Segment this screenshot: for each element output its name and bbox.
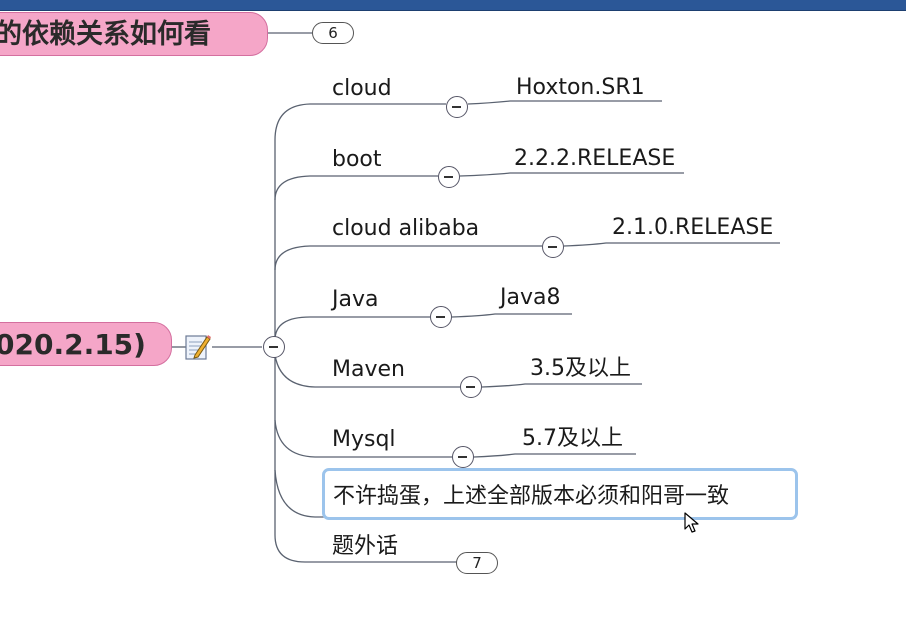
branch-value-cloud[interactable]: Hoxton.SR1 xyxy=(516,75,645,100)
aside-topic-badge[interactable]: 7 xyxy=(456,552,498,574)
branch-label-boot[interactable]: boot xyxy=(332,147,382,172)
branch-value-boot[interactable]: 2.2.2.RELEASE xyxy=(514,146,676,171)
collapse-button-java[interactable] xyxy=(430,306,452,328)
collapse-button-maven[interactable] xyxy=(460,376,482,398)
collapse-button-boot[interactable] xyxy=(438,166,460,188)
branch-label-java[interactable]: Java xyxy=(332,287,379,312)
collapse-button-mysql[interactable] xyxy=(452,446,474,468)
top-topic[interactable]: 的依赖关系如何看 xyxy=(0,12,268,56)
branch-value-mysql[interactable]: 5.7及以上 xyxy=(522,426,623,451)
aside-topic-label[interactable]: 题外话 xyxy=(332,534,399,559)
aside-topic-badge-count: 7 xyxy=(472,554,482,572)
title-bar xyxy=(0,0,906,11)
branch-label-cloud-alibaba[interactable]: cloud alibaba xyxy=(332,216,480,241)
branch-label-mysql[interactable]: Mysql xyxy=(332,427,396,452)
top-topic-label: 的依赖关系如何看 xyxy=(0,19,211,50)
selected-note-topic[interactable]: 不许捣蛋，上述全部版本必须和阳哥一致 xyxy=(322,468,798,520)
main-collapse-button[interactable] xyxy=(263,336,285,358)
branch-label-cloud[interactable]: cloud xyxy=(332,76,392,101)
collapse-button-cloud[interactable] xyxy=(446,96,468,118)
note-pencil-icon[interactable] xyxy=(185,333,211,361)
mouse-cursor-icon xyxy=(684,512,699,533)
branch-label-maven[interactable]: Maven xyxy=(332,357,405,382)
selected-note-text: 不许捣蛋，上述全部版本必须和阳哥一致 xyxy=(333,484,730,509)
branch-value-cloud-alibaba[interactable]: 2.1.0.RELEASE xyxy=(612,215,774,240)
top-topic-badge-count: 6 xyxy=(328,24,338,42)
main-topic[interactable]: 020.2.15) xyxy=(0,322,172,366)
main-topic-label: 020.2.15) xyxy=(0,328,146,361)
branch-value-maven[interactable]: 3.5及以上 xyxy=(530,356,631,381)
branch-value-java[interactable]: Java8 xyxy=(500,285,561,310)
top-topic-badge[interactable]: 6 xyxy=(312,22,354,44)
collapse-button-cloud-alibaba[interactable] xyxy=(542,236,564,258)
